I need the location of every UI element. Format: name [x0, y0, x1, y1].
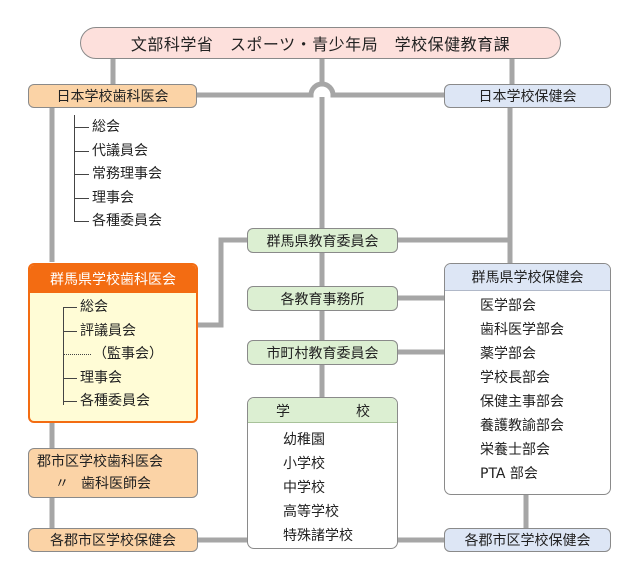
schools-header-left: 学 — [276, 404, 290, 420]
gunma-board-title: 群馬県教育委員会 — [266, 233, 379, 250]
gunma-dental-title: 群馬県学校歯科医会 — [50, 272, 176, 288]
gunma-dental-box: 群馬県学校歯科医会 — [28, 263, 198, 423]
gunma-health-member: 栄養士部会 — [480, 442, 550, 458]
county-health-left-title: 各郡市区学校保健会 — [50, 533, 176, 549]
ministry-title: 文部科学省 スポーツ・青少年局 学校保健教育課 — [130, 35, 511, 54]
gunma-health-member: 保健主事部会 — [480, 394, 564, 410]
gunma-dental-member: 総会 — [63, 296, 163, 320]
jsda-title: 日本学校歯科医会 — [56, 89, 169, 105]
gunma-health-member: 養護教諭部会 — [480, 418, 564, 434]
county-dental-box: 郡市区学校歯科医会 〃 歯科医師会 — [28, 448, 198, 498]
gunma-dental-member: （監事会） — [63, 343, 163, 367]
education-office-title: 各教育事務所 — [280, 291, 365, 308]
schools-box: 学 校 — [247, 397, 398, 549]
connector-national-link — [196, 81, 444, 98]
gunma-dental-members: 総会 評議員会 （監事会） 理事会 各種委員会 — [63, 296, 163, 414]
jsda-box: 日本学校歯科医会 — [28, 84, 197, 108]
education-office-box: 各教育事務所 — [247, 286, 398, 311]
gunma-board-box: 群馬県教育委員会 — [247, 228, 398, 253]
school-item: 特殊諸学校 — [283, 528, 353, 544]
jsda-member: 代議員会 — [75, 140, 162, 164]
gunma-health-members: 医学部会 歯科医学部会 薬学部会 学校長部会 保健主事部会 養護教諭部会 栄養士… — [480, 294, 564, 486]
school-item: 小学校 — [283, 456, 325, 472]
jsda-member: 各種委員会 — [75, 210, 162, 234]
ditto-mark: 〃 — [55, 476, 69, 492]
schools-header: 学 校 — [248, 398, 397, 423]
gunma-dental-member: 理事会 — [63, 367, 163, 391]
county-health-left-box: 各郡市区学校保健会 — [28, 528, 198, 552]
schools-list: 幼稚園 小学校 中学校 高等学校 特殊諸学校 — [283, 428, 353, 548]
county-dental-line1: 郡市区学校歯科医会 — [37, 454, 163, 470]
jsha-box: 日本学校保健会 — [444, 84, 611, 108]
jsha-title: 日本学校保健会 — [478, 89, 577, 105]
gunma-dental-bracket — [63, 308, 65, 405]
schools-header-right: 校 — [356, 404, 370, 420]
gunma-dental-member: 各種委員会 — [63, 390, 163, 414]
jsda-members: 総会 代議員会 常務理事会 理事会 各種委員会 — [74, 115, 162, 229]
county-health-right-title: 各郡市区学校保健会 — [464, 533, 591, 549]
city-board-title: 市町村教育委員会 — [266, 345, 379, 362]
gunma-health-box: 群馬県学校保健会 — [444, 263, 611, 495]
jsda-member: 理事会 — [75, 187, 162, 211]
connector-dental-to-board — [198, 237, 247, 328]
ministry-box: 文部科学省 スポーツ・青少年局 学校保健教育課 — [80, 27, 561, 59]
gunma-dental-member: 評議員会 — [63, 320, 163, 344]
county-dental-line2: 歯科医師会 — [81, 476, 151, 492]
school-item: 高等学校 — [283, 504, 339, 520]
jsda-member: 常務理事会 — [75, 163, 162, 187]
gunma-health-member: 薬学部会 — [480, 346, 536, 362]
school-item: 中学校 — [283, 480, 325, 496]
jsda-member: 総会 — [75, 116, 162, 140]
gunma-health-member: 歯科医学部会 — [480, 322, 564, 338]
gunma-health-member: PTA 部会 — [480, 466, 538, 482]
gunma-health-member: 学校長部会 — [480, 370, 550, 386]
school-item: 幼稚園 — [283, 432, 325, 448]
county-health-right-box: 各郡市区学校保健会 — [444, 528, 611, 552]
gunma-health-header: 群馬県学校保健会 — [445, 264, 610, 291]
gunma-health-title: 群馬県学校保健会 — [471, 270, 584, 286]
city-board-box: 市町村教育委員会 — [247, 340, 398, 365]
gunma-health-member: 医学部会 — [480, 298, 536, 314]
gunma-dental-header: 群馬県学校歯科医会 — [30, 265, 196, 293]
